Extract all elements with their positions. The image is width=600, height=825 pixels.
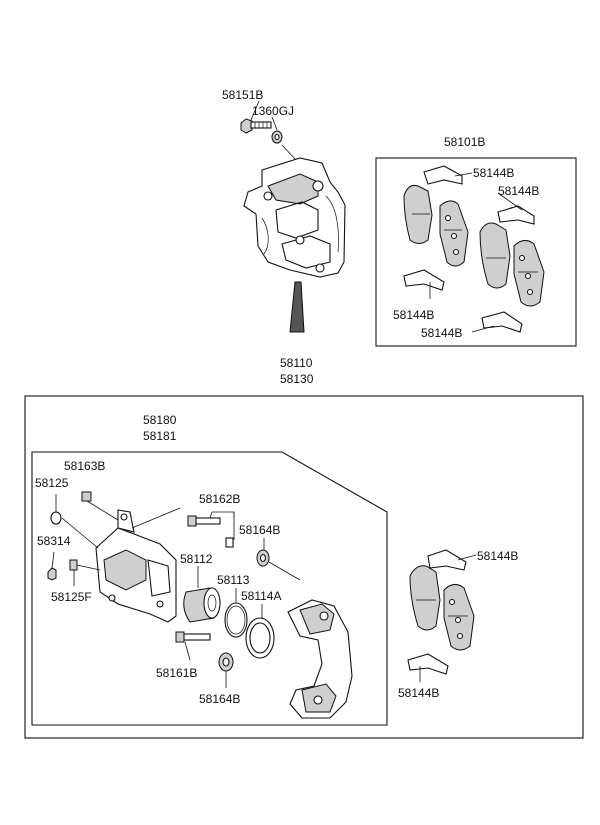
guide-rod-drawing [175, 631, 211, 643]
label-58181: 58181 [143, 429, 177, 443]
label-kit-clip-4: 58144B [421, 326, 463, 340]
label-58130: 58130 [280, 372, 314, 386]
kit-clips [403, 165, 535, 333]
label-58163b: 58163B [64, 459, 106, 473]
boot-lower-drawing [218, 652, 234, 672]
pad-kit-frame [375, 157, 577, 347]
kit-pads-right [479, 222, 545, 307]
piston-drawing [183, 587, 221, 623]
label-pad-clip-upper: 58144B [477, 549, 519, 563]
label-58164b-upper: 58164B [239, 523, 281, 537]
label-kit-clip-2: 58144B [498, 184, 540, 198]
top-washer-drawing [271, 130, 283, 144]
label-58113: 58113 [217, 573, 250, 587]
caliper-body-drawing [95, 509, 177, 623]
top-bolt-drawing [240, 118, 272, 134]
boot-upper-drawing [256, 549, 270, 567]
caliper-bracket-drawing [287, 599, 353, 719]
lower-pads-drawing [407, 549, 475, 675]
label-58114a: 58114A [241, 589, 282, 603]
boot-drawing [245, 617, 275, 659]
assembly-frame [24, 395, 584, 739]
guide-bolt-drawing [187, 515, 234, 548]
label-kit-clip-3: 58144B [393, 308, 435, 322]
label-58101b: 58101B [444, 135, 486, 149]
seal-drawing [224, 602, 248, 638]
label-58125: 58125 [35, 476, 69, 490]
label-58112: 58112 [180, 552, 213, 566]
label-58125f: 58125F [51, 590, 92, 604]
nipple-drawing [69, 559, 101, 571]
label-58151b: 58151B [222, 88, 264, 102]
caliper-frame [31, 451, 388, 726]
kit-pads-left [403, 185, 469, 267]
label-58164b-lower: 58164B [199, 692, 241, 706]
label-58161b: 58161B [156, 666, 198, 680]
small-bolt-drawing [47, 567, 57, 581]
direction-arrow [289, 281, 305, 333]
label-1360gj: 1360GJ [252, 104, 295, 118]
label-58162b: 58162B [199, 492, 241, 506]
label-pad-clip-lower: 58144B [398, 686, 440, 700]
label-kit-clip-1: 58144B [473, 166, 515, 180]
bleeder-cap-drawing [50, 511, 62, 525]
bleeder-bolt-drawing [81, 491, 119, 521]
label-58314: 58314 [37, 534, 71, 548]
label-58110: 58110 [280, 356, 313, 370]
top-caliper-drawing [243, 157, 346, 278]
label-58180: 58180 [143, 413, 177, 427]
